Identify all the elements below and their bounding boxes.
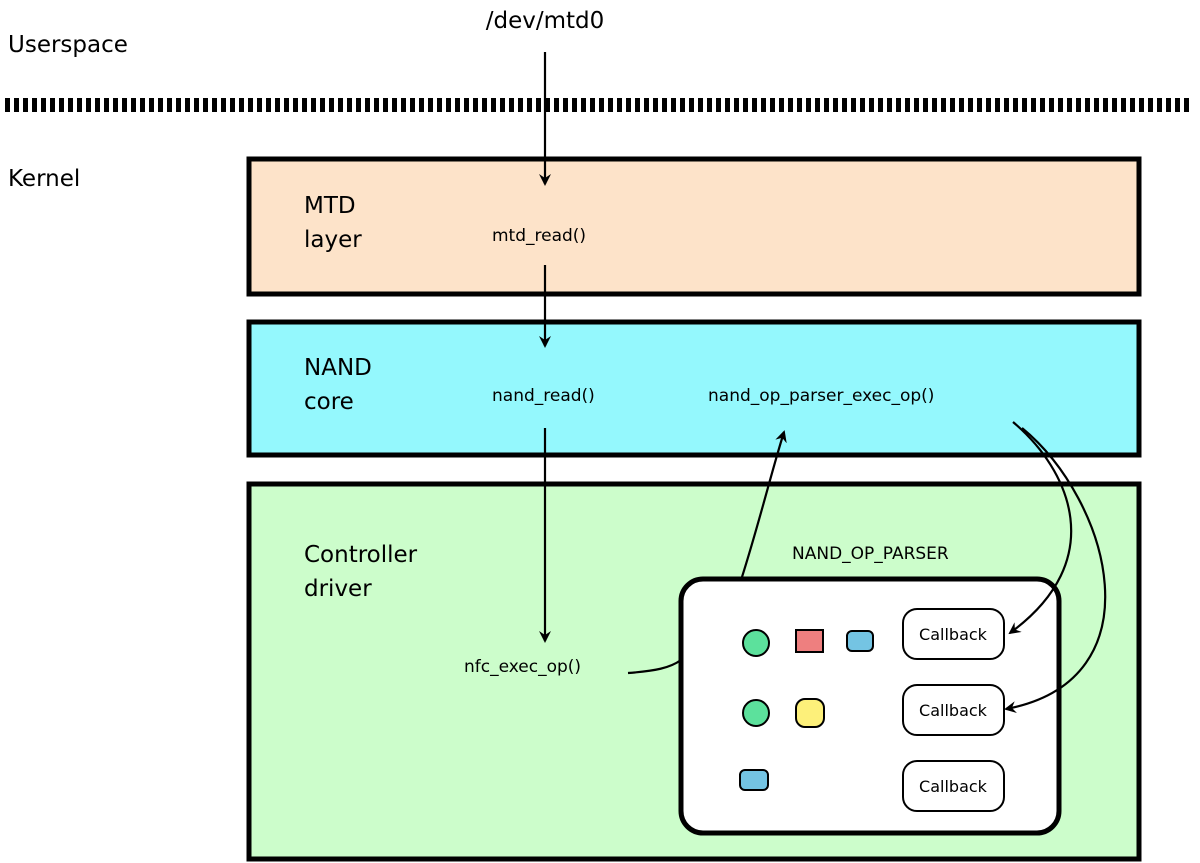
nand-core-title: NAND xyxy=(304,355,372,381)
mtd-layer-box xyxy=(246,156,1142,297)
callback-box xyxy=(902,608,1005,660)
callback-label: Callback xyxy=(919,777,988,796)
nand-read-function: nand_read() xyxy=(492,386,595,406)
callback-box xyxy=(902,684,1005,736)
nand-core-subtitle: core xyxy=(304,389,354,415)
arrow-parser-to-exec-op xyxy=(740,430,787,578)
nfc-exec-op-function: nfc_exec_op() xyxy=(464,657,581,677)
pattern-rounded-square-icon xyxy=(795,698,825,728)
pattern-rounded-rect-icon xyxy=(739,769,769,791)
kernel-label: Kernel xyxy=(8,166,80,192)
controller-driver-subtitle: driver xyxy=(304,576,372,602)
arrow-exec-op-to-callback-1 xyxy=(1008,421,1073,635)
callback-box xyxy=(902,760,1005,812)
pattern-circle-icon xyxy=(742,629,770,657)
device-node-label: /dev/mtd0 xyxy=(486,8,605,34)
connector-nfc-exec-op-to-parser xyxy=(627,659,682,675)
callback-label: Callback xyxy=(919,701,988,720)
pattern-square-icon xyxy=(795,629,824,653)
mtd-read-function: mtd_read() xyxy=(492,226,586,246)
nand-op-parser-title: NAND_OP_PARSER xyxy=(792,544,949,564)
nand-op-parser-exec-op-function: nand_op_parser_exec_op() xyxy=(708,386,934,406)
userspace-label: Userspace xyxy=(8,32,128,58)
arrow-exec-op-to-callback-2 xyxy=(1004,427,1107,714)
pattern-rounded-rect-icon xyxy=(846,630,874,652)
nand-core-box xyxy=(246,319,1142,458)
pattern-circle-icon xyxy=(742,699,770,727)
mtd-layer-subtitle: layer xyxy=(304,227,362,253)
controller-driver-title: Controller xyxy=(304,542,418,568)
callback-label: Callback xyxy=(919,625,988,644)
mtd-layer-title: MTD xyxy=(304,193,356,219)
